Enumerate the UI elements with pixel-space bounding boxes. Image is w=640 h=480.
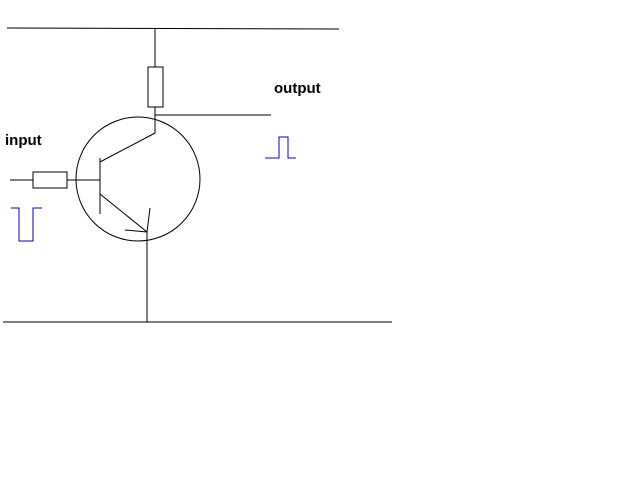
transistor-envelope (75, 116, 201, 242)
base-resistor (32, 171, 68, 189)
emitter-arrow-stroke-b (146, 207, 151, 233)
emitter-arrow-stroke-a (124, 229, 148, 233)
supply-rail (6, 27, 340, 30)
transistor-collector-lead (99, 132, 156, 163)
input-pulse-waveform (11, 207, 42, 242)
input-label: input (5, 132, 42, 149)
output-label: output (274, 80, 321, 97)
output-pulse-waveform (265, 136, 296, 159)
transistor-emitter-lead (99, 193, 148, 233)
collector-resistor (147, 66, 164, 108)
